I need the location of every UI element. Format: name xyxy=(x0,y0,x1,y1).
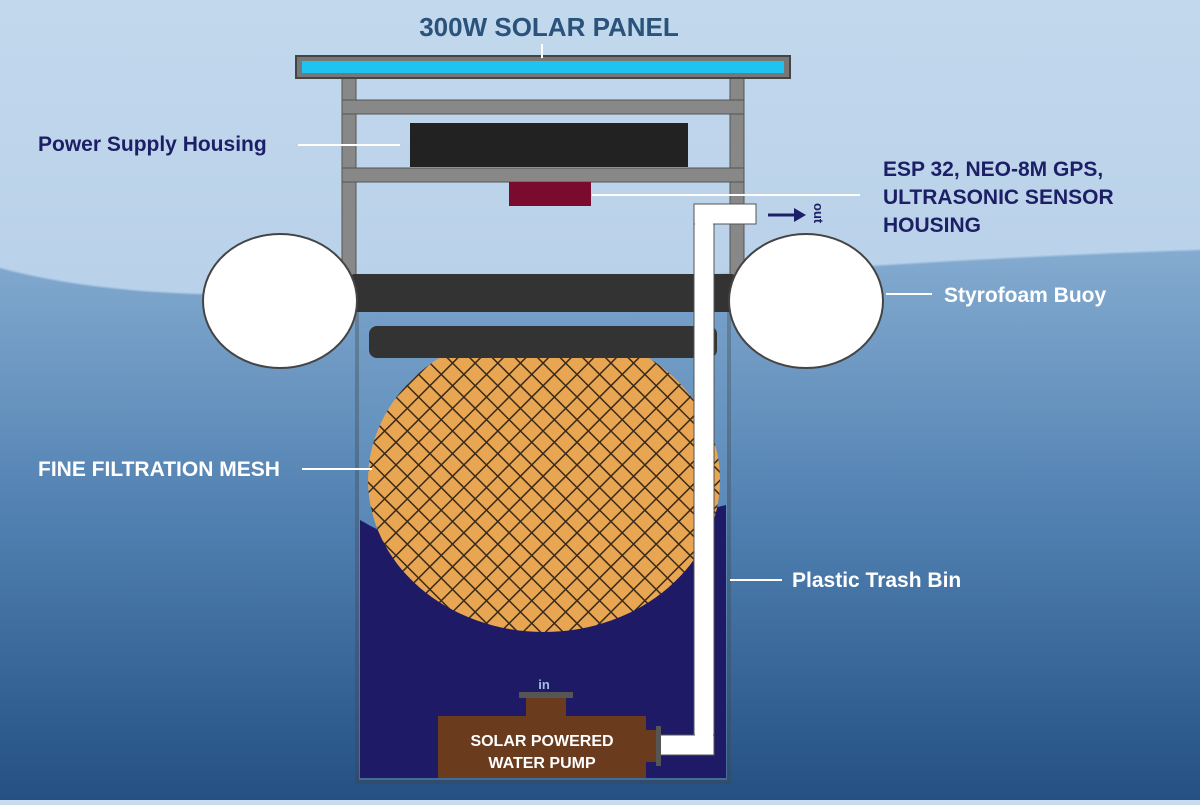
mesh-label: FINE FILTRATION MESH xyxy=(38,458,280,481)
water-pump xyxy=(438,692,661,778)
buoy-right xyxy=(728,233,884,369)
pump-label-1: SOLAR POWERED xyxy=(470,733,613,750)
leader-lines xyxy=(298,44,932,581)
inlet-label: in xyxy=(538,677,550,692)
sensor-housing xyxy=(509,182,591,206)
outlet-pipe xyxy=(659,203,757,756)
bin-rim xyxy=(352,274,734,312)
outflow-arrow-icon xyxy=(768,208,806,222)
solar-panel-label: 300W SOLAR PANEL xyxy=(419,12,679,42)
buoy-label: Styrofoam Buoy xyxy=(944,284,1107,307)
sensor-housing-label-3: HOUSING xyxy=(883,214,981,237)
sensor-housing-label-2: ULTRASONIC SENSOR xyxy=(883,186,1114,209)
power-supply-label: Power Supply Housing xyxy=(38,133,267,156)
mesh-rim xyxy=(369,326,717,358)
pump-label-2: WATER PUMP xyxy=(488,755,596,772)
power-supply-housing xyxy=(410,123,688,167)
outlet-label: out xyxy=(811,203,826,224)
buoy-left xyxy=(202,233,358,369)
solar-panel xyxy=(295,55,791,79)
sensor-housing-label-1: ESP 32, NEO-8M GPS, xyxy=(883,158,1103,181)
filtration-mesh xyxy=(368,330,720,632)
bin-label: Plastic Trash Bin xyxy=(792,569,961,592)
